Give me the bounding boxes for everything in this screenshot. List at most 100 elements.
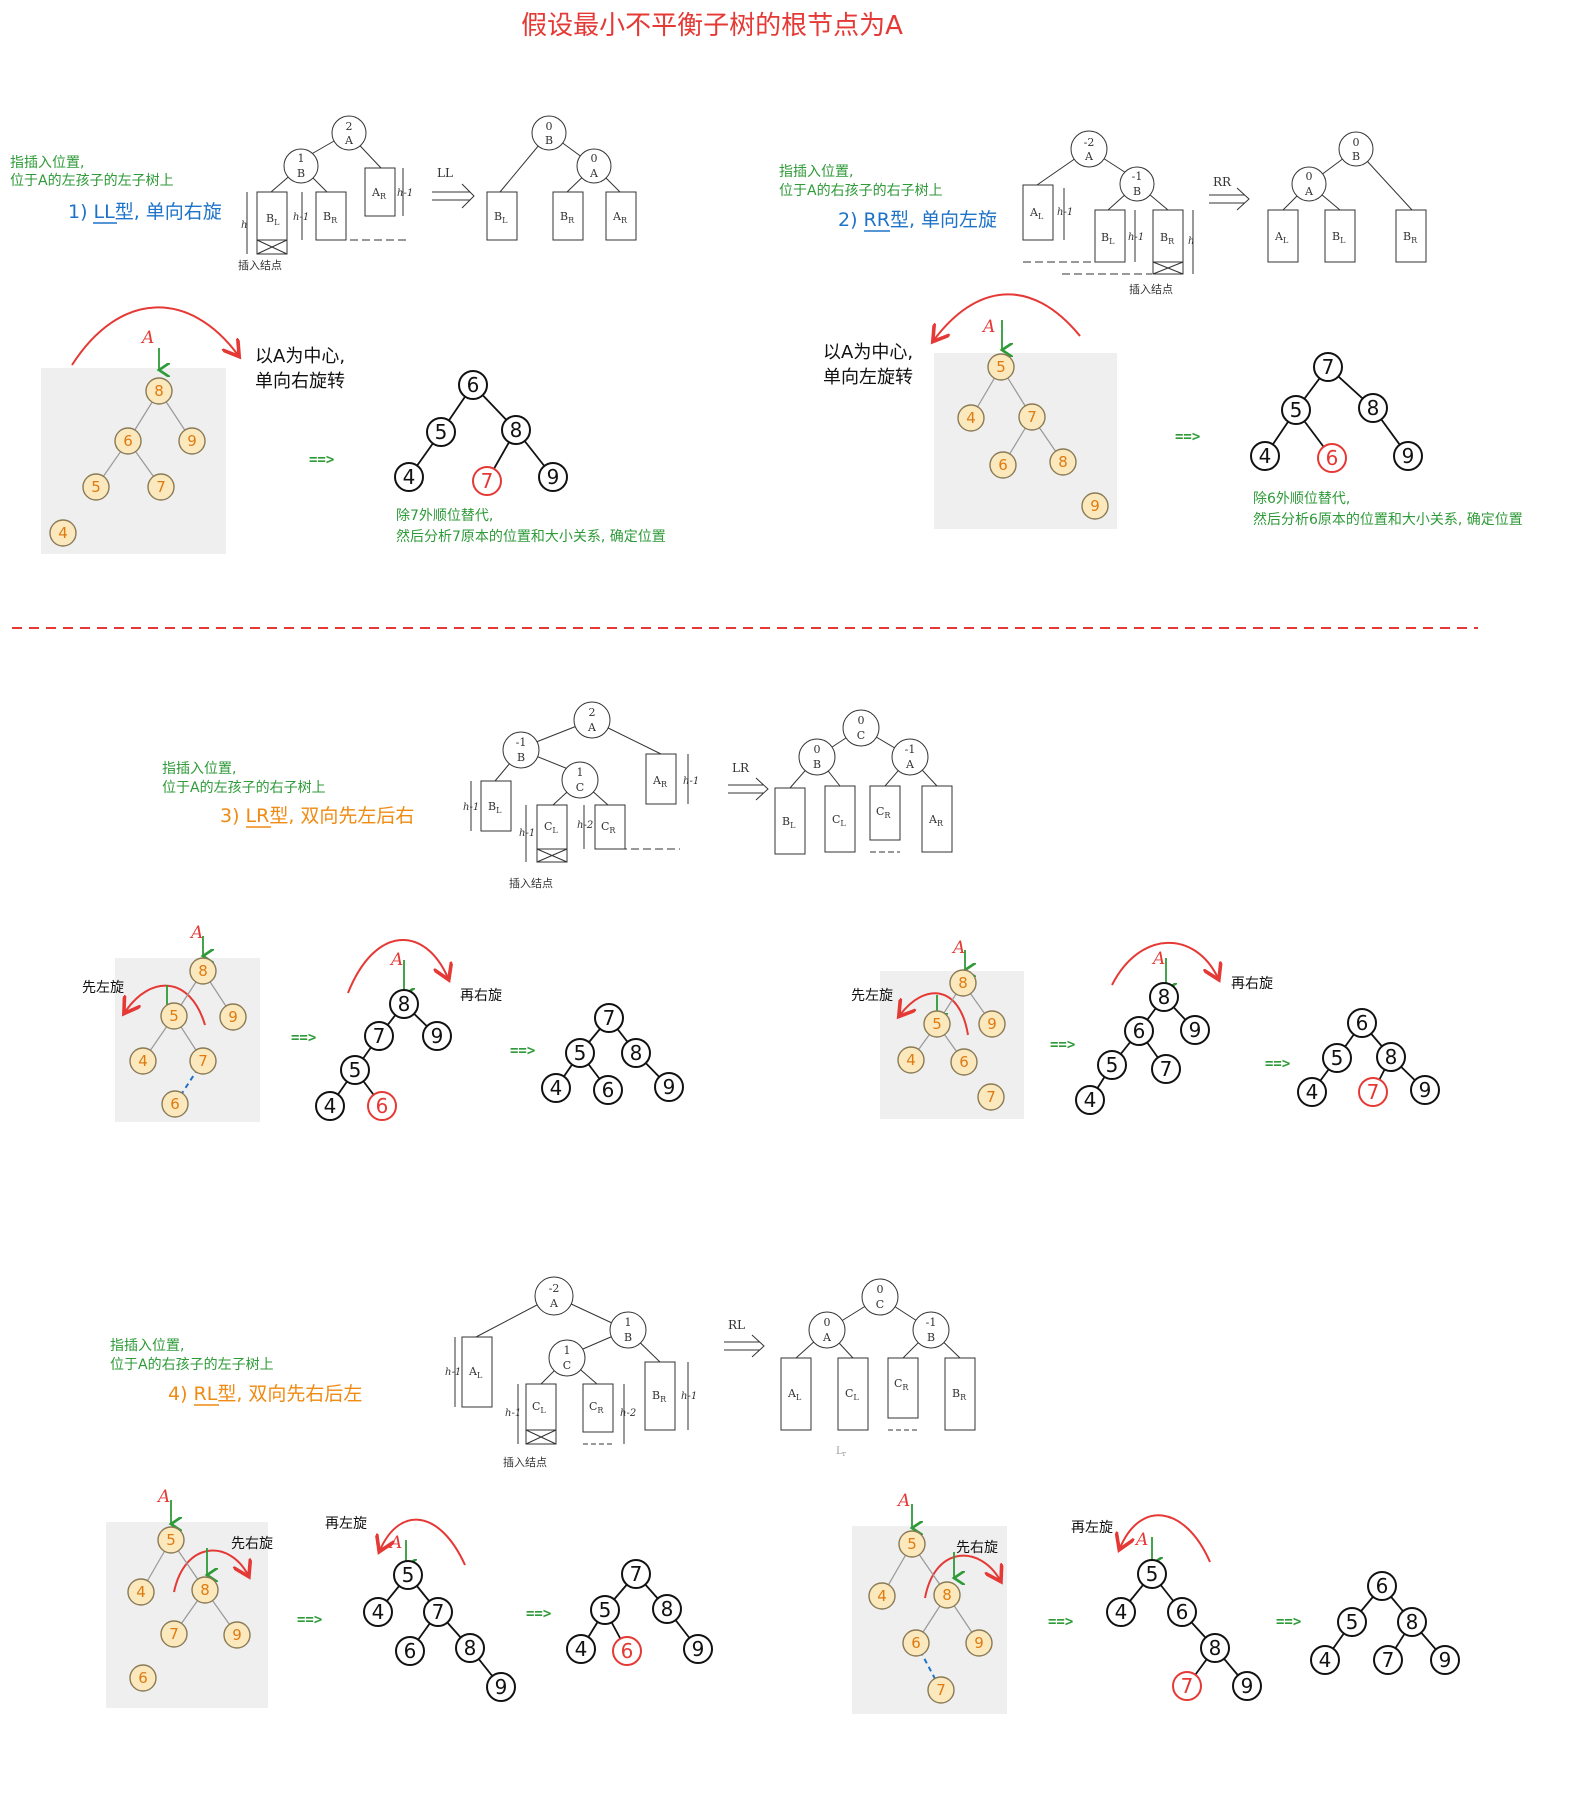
schem-node-balance: -1 [1132,170,1143,183]
tree-node-value: 5 [1346,1610,1359,1634]
tree-node [191,1576,219,1604]
tree-node-value: 8 [510,418,523,442]
schem-node-balance: -1 [926,1316,937,1329]
tree-node [129,1047,157,1075]
tree-node-value: 6 [1176,1600,1189,1624]
tree-node [897,1046,925,1074]
tree-node-value: 7 [432,1600,445,1624]
tree-node-value: 9 [1090,497,1100,515]
height-h1: h-1 [397,188,413,199]
tree-node-value: 4 [58,524,68,542]
height-h2: h-2 [620,1408,636,1419]
tree-node-value: 6 [1326,446,1339,470]
tree-node [1393,441,1423,471]
tree-node [949,969,977,997]
schem-node-label: B [927,1331,935,1344]
tree-node-value: 4 [138,1052,148,1070]
schem-node-label: B [517,751,525,764]
tree-node [501,415,531,445]
tree-node-value: 5 [1290,398,1303,422]
tree-node-value: 5 [599,1598,612,1622]
tree-node [965,1629,993,1657]
tree-node [1373,1645,1403,1675]
tree-node-value: 7 [1382,1648,1395,1672]
tree-node [1167,1597,1197,1627]
tree-node [1313,352,1343,382]
schem-node-label: C [876,1298,884,1311]
tree-node [426,417,456,447]
schem-node-balance: 1 [577,766,584,779]
tree-node [147,473,175,501]
tree-node [1347,1008,1377,1038]
schem-node-balance: -2 [1084,136,1095,149]
tree-node-value: 9 [228,1008,238,1026]
tree-node-value: 6 [621,1639,634,1663]
schem-node-label: C [857,729,865,742]
ll-note-line2: 位于A的左孩子的左子树上 [10,173,174,189]
tree-node-value: 9 [974,1634,984,1652]
ll-insert-label: 插入结点 [238,258,282,272]
tree-node [1430,1645,1460,1675]
schem-node-label: B [545,134,553,147]
tree-node [1358,393,1388,423]
tree-node [1317,443,1347,473]
tree-node-value: 6 [404,1639,417,1663]
rr-note-line2: 位于A的右孩子的右子树上 [779,183,943,199]
arrow-text: ==> [1276,1614,1301,1630]
tree-node-value: 7 [1367,1080,1380,1104]
tree-node [458,370,488,400]
schem-node-label: B [1352,150,1360,163]
tree-node [315,1091,345,1121]
schem-node-balance: 0 [591,152,598,165]
schem-node-balance: 2 [589,706,596,719]
height-h2: h-2 [577,820,593,831]
tree-node [223,1621,251,1649]
tree-node [1018,403,1046,431]
tree-node-value: 4 [1306,1080,1319,1104]
root-marker: A [189,923,203,943]
tree-node [423,1597,453,1627]
height-h1: h-1 [519,828,535,839]
arrow-text: ==> [1048,1614,1073,1630]
root-marker: A [951,938,965,958]
case-lr: 指插入位置, 位于A的左孩子的右子树上 3) LR型, 双向先左后右 2 A -… [82,701,1290,1122]
schem-node-balance: 1 [625,1316,632,1329]
tree-node-value: 9 [1189,1018,1202,1042]
tree-node-value: 6 [467,373,480,397]
tree-node [472,466,502,496]
rl-heading: 4) RL型, 双向先右后左 [168,1383,362,1405]
tree-node [621,1559,651,1589]
lr-step2-label: 再右旋 [1231,976,1273,992]
tree-node-value: 9 [987,1015,997,1033]
tree-node [1232,1671,1262,1701]
tree-node-value: 9 [232,1626,242,1644]
root-marker: A [1134,1530,1148,1550]
arrow-text: ==> [1050,1037,1075,1053]
schem-node-label: A [822,1331,832,1344]
height-h1: h-1 [681,1391,697,1402]
tree-node [1250,441,1280,471]
rr-caption-2: 单向左旋转 [823,367,913,388]
tree-node-value: 6 [170,1095,180,1113]
schem-node-balance: 0 [877,1283,884,1296]
ll-schematic: 2 A 1 B BL BR AR h h-1 h-1 插入结点 LL [238,115,637,272]
tree-node-value: 8 [942,1586,952,1604]
ll-heading: 1) LL型, 单向右旋 [68,201,222,223]
rl-note-line1: 指插入位置, [110,1338,184,1354]
tree-node-value: 7 [1160,1057,1173,1081]
tree-node [340,1055,370,1085]
schem-node-label: A [344,134,354,147]
tree-node [977,1083,1005,1111]
tree-node [160,1620,188,1648]
tree-node-value: 5 [402,1563,415,1587]
tree-node [621,1038,651,1068]
tree-node-value: 4 [877,1587,887,1605]
tree-node-value: 9 [495,1675,508,1699]
tree-node-value: 4 [575,1637,588,1661]
tree-node-value: 9 [1439,1648,1452,1672]
schem-node-label: A [587,721,597,734]
height-h: h [241,220,247,231]
schem-node-label: C [576,781,584,794]
tree-node-value: 7 [198,1052,208,1070]
